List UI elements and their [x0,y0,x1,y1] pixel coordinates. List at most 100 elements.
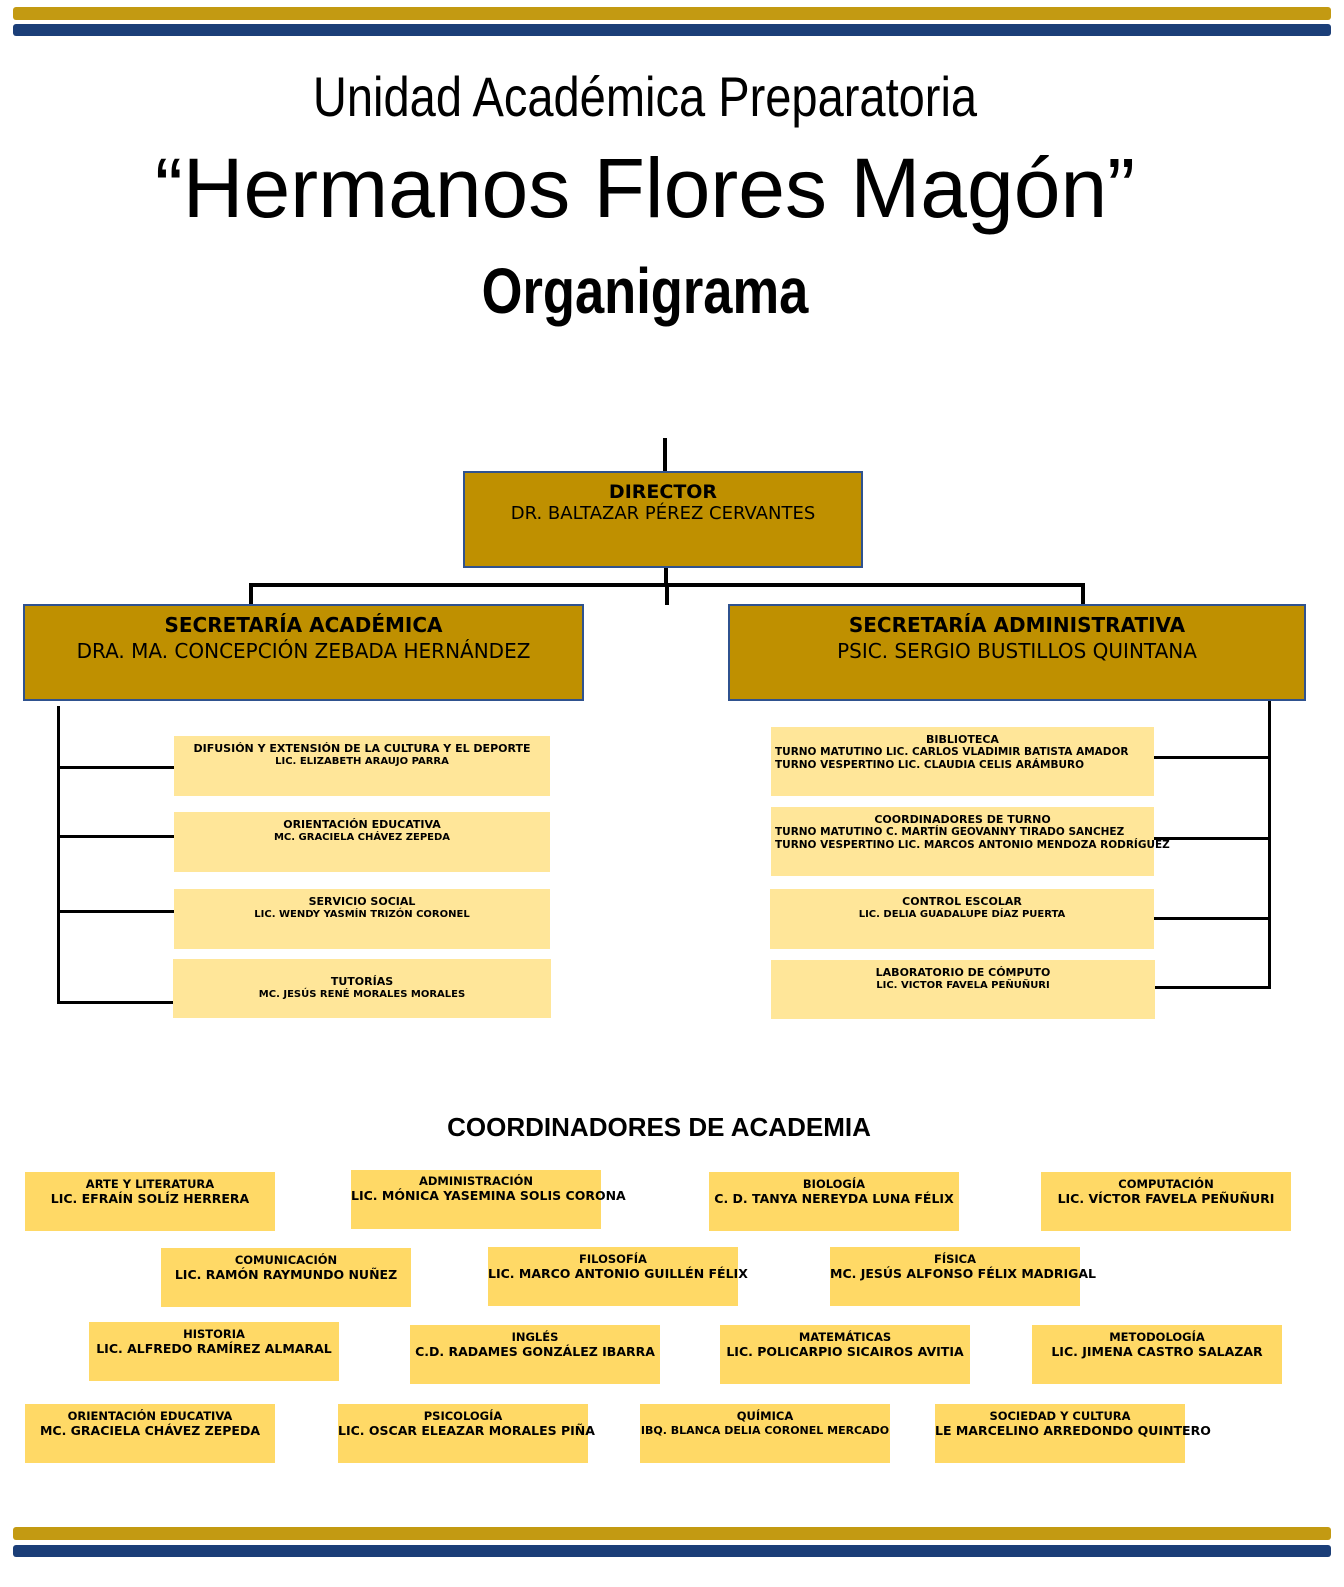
top-gold-bar [13,7,1331,20]
academica-bracket-vertical [57,706,60,1004]
academia-administracion: ADMINISTRACIÓN LIC. MÓNICA YASEMINA SOLI… [351,1170,626,1229]
director-name: DR. BALTAZAR PÉREZ CERVANTES [510,503,816,524]
academia-area: PSICOLOGÍA [423,1409,503,1423]
academia-area: QUÍMICA [736,1409,794,1423]
academica-connector-1 [57,766,174,769]
academica-connector-2 [57,835,174,838]
unit-control-escolar: CONTROL ESCOLAR LIC. DELIA GUADALUPE DÍA… [770,889,1154,949]
bottom-blue-bar [13,1545,1331,1557]
sec-admin-title: SECRETARÍA ADMINISTRATIVA [848,613,1186,637]
academia-coordinator: IBQ. BLANCA DELIA CORONEL MERCADO [640,1424,890,1437]
academia-area: HISTORIA [183,1327,245,1341]
unit-coordinadores-turno: COORDINADORES DE TURNO TURNO MATUTINO C.… [771,807,1170,876]
unit-title: TUTORÍAS [330,975,394,988]
academia-arte-literatura: ARTE Y LITERATURA LIC. EFRAÍN SOLÍZ HERR… [25,1172,275,1231]
admin-bracket-vertical [1268,701,1271,989]
academia-area: INGLÉS [511,1330,559,1344]
academia-ingles: INGLÉS C.D. RADAMES GONZÁLEZ IBARRA [410,1325,660,1384]
unit-person: LIC. WENDY YASMÍN TRIZÓN CORONEL [254,909,470,920]
connector-right-drop [1081,583,1085,605]
academia-area: ADMINISTRACIÓN [418,1174,534,1188]
academia-psicologia: PSICOLOGÍA LIC. OSCAR ELEAZAR MORALES PI… [338,1404,595,1463]
admin-connector-3 [1154,917,1271,920]
academia-area: FILOSOFÍA [579,1252,647,1266]
connector-top [663,438,667,472]
unit-tutorias: TUTORÍAS MC. JESÚS RENÉ MORALES MORALES [173,959,551,1018]
admin-connector-4 [1155,986,1271,989]
unit-orientacion: ORIENTACIÓN EDUCATIVA MC. GRACIELA CHÁVE… [174,812,550,872]
admin-connector-2 [1154,837,1271,840]
unit-person: LIC. VICTOR FAVELA PEÑUÑURI [876,980,1050,991]
unit-title: SERVICIO SOCIAL [308,895,416,908]
unit-shift-evening: TURNO VESPERTINO LIC. CLAUDIA CELIS ARÁM… [775,759,1085,771]
academia-coordinator: MC. JESÚS ALFONSO FÉLIX MADRIGAL [830,1266,1097,1281]
unit-laboratorio: LABORATORIO DE CÓMPUTO LIC. VICTOR FAVEL… [771,960,1155,1019]
academia-sociedad-cultura: SOCIEDAD Y CULTURA LE MARCELINO ARREDOND… [935,1404,1211,1463]
unit-servicio-social: SERVICIO SOCIAL LIC. WENDY YASMÍN TRIZÓN… [174,889,550,949]
sec-admin-name: PSIC. SERGIO BUSTILLOS QUINTANA [837,639,1197,663]
header-school-name: “Hermanos Flores Magón” [154,141,1136,235]
academia-orientacion: ORIENTACIÓN EDUCATIVA MC. GRACIELA CHÁVE… [25,1404,275,1463]
academia-fisica: FÍSICA MC. JESÚS ALFONSO FÉLIX MADRIGAL [830,1247,1097,1306]
unit-title: CONTROL ESCOLAR [902,895,1022,908]
unit-difusion: DIFUSIÓN Y EXTENSIÓN DE LA CULTURA Y EL … [174,736,550,796]
academia-coordinator: C.D. RADAMES GONZÁLEZ IBARRA [415,1344,655,1359]
academia-coordinator: LIC. RAMÓN RAYMUNDO NUÑEZ [174,1267,398,1282]
academia-comunicacion: COMUNICACIÓN LIC. RAMÓN RAYMUNDO NUÑEZ [161,1248,411,1307]
sec-admin-box: SECRETARÍA ADMINISTRATIVA PSIC. SERGIO B… [728,604,1306,701]
academia-area: MATEMÁTICAS [798,1330,892,1344]
academia-coordinator: LIC. JIMENA CASTRO SALAZAR [1051,1344,1263,1359]
unit-title: COORDINADORES DE TURNO [874,813,1051,826]
unit-person: LIC. ELIZABETH ARAUJO PARRA [275,756,449,767]
sec-academica-name: DRA. MA. CONCEPCIÓN ZEBADA HERNÁNDEZ [76,639,531,663]
unit-shift-morning: TURNO MATUTINO C. MARTÍN GEOVANNY TIRADO… [775,826,1125,838]
header-institution: Unidad Académica Preparatoria [312,65,978,128]
academia-coordinator: LIC. ALFREDO RAMÍREZ ALMARAL [96,1341,332,1356]
admin-connector-1 [1154,756,1271,759]
academia-area: SOCIEDAD Y CULTURA [989,1409,1131,1423]
academia-area: ORIENTACIÓN EDUCATIVA [67,1409,233,1423]
academia-coordinator: LIC. EFRAÍN SOLÍZ HERRERA [50,1191,250,1206]
connector-director-down [664,567,668,585]
academica-connector-3 [57,910,174,913]
unit-title: DIFUSIÓN Y EXTENSIÓN DE LA CULTURA Y EL … [193,742,531,755]
academia-area: COMUNICACIÓN [234,1253,338,1267]
sec-academica-box: SECRETARÍA ACADÉMICA DRA. MA. CONCEPCIÓN… [23,604,584,701]
unit-title: LABORATORIO DE CÓMPUTO [875,966,1051,979]
academia-computacion: COMPUTACIÓN LIC. VÍCTOR FAVELA PEÑUÑURI [1041,1172,1291,1231]
academia-area: COMPUTACIÓN [1118,1177,1214,1191]
academia-metodologia: METODOLOGÍA LIC. JIMENA CASTRO SALAZAR [1032,1325,1282,1384]
academia-area: ARTE Y LITERATURA [85,1177,215,1191]
unit-shift-evening: TURNO VESPERTINO LIC. MARCOS ANTONIO MEN… [775,839,1170,851]
academia-coordinator: LIC. MARCO ANTONIO GUILLÉN FÉLIX [488,1266,748,1281]
sec-academica-title: SECRETARÍA ACADÉMICA [164,613,443,637]
connector-left-drop [249,583,253,605]
top-blue-bar [13,24,1331,36]
director-box: DIRECTOR DR. BALTAZAR PÉREZ CERVANTES [463,471,863,568]
unit-title: BIBLIOTECA [926,733,999,746]
academia-biologia: BIOLOGÍA C. D. TANYA NEREYDA LUNA FÉLIX [709,1172,959,1231]
academia-coordinator: LIC. MÓNICA YASEMINA SOLIS CORONA [351,1188,626,1203]
academica-connector-4 [57,1001,173,1004]
bottom-gold-bar [13,1527,1331,1540]
academia-historia: HISTORIA LIC. ALFREDO RAMÍREZ ALMARAL [89,1322,339,1381]
academia-coordinator: LE MARCELINO ARREDONDO QUINTERO [935,1423,1211,1438]
unit-person: MC. GRACIELA CHÁVEZ ZEPEDA [273,832,451,843]
academia-coordinator: LIC. VÍCTOR FAVELA PEÑUÑURI [1057,1191,1275,1206]
unit-person: MC. JESÚS RENÉ MORALES MORALES [258,989,466,1000]
academia-quimica: QUÍMICA IBQ. BLANCA DELIA CORONEL MERCAD… [640,1404,890,1463]
academia-coordinator: MC. GRACIELA CHÁVEZ ZEPEDA [39,1423,261,1438]
connector-center-drop [665,583,669,605]
academia-title: COORDINADORES DE ACADEMIA [447,1112,871,1142]
academia-filosofia: FILOSOFÍA LIC. MARCO ANTONIO GUILLÉN FÉL… [488,1247,748,1306]
academia-area: FÍSICA [933,1252,977,1266]
director-title: DIRECTOR [608,481,718,503]
academia-coordinator: LIC. OSCAR ELEAZAR MORALES PIÑA [338,1423,595,1438]
unit-biblioteca: BIBLIOTECA TURNO MATUTINO LIC. CARLOS VL… [771,727,1154,796]
academia-area: METODOLOGÍA [1109,1330,1205,1344]
unit-title: ORIENTACIÓN EDUCATIVA [283,818,441,831]
academia-matematicas: MATEMÁTICAS LIC. POLICARPIO SICAIROS AVI… [720,1325,970,1384]
unit-person: LIC. DELIA GUADALUPE DÍAZ PUERTA [858,909,1066,920]
header-organigrama: Organigrama [481,255,809,327]
academia-area: BIOLOGÍA [802,1177,866,1191]
